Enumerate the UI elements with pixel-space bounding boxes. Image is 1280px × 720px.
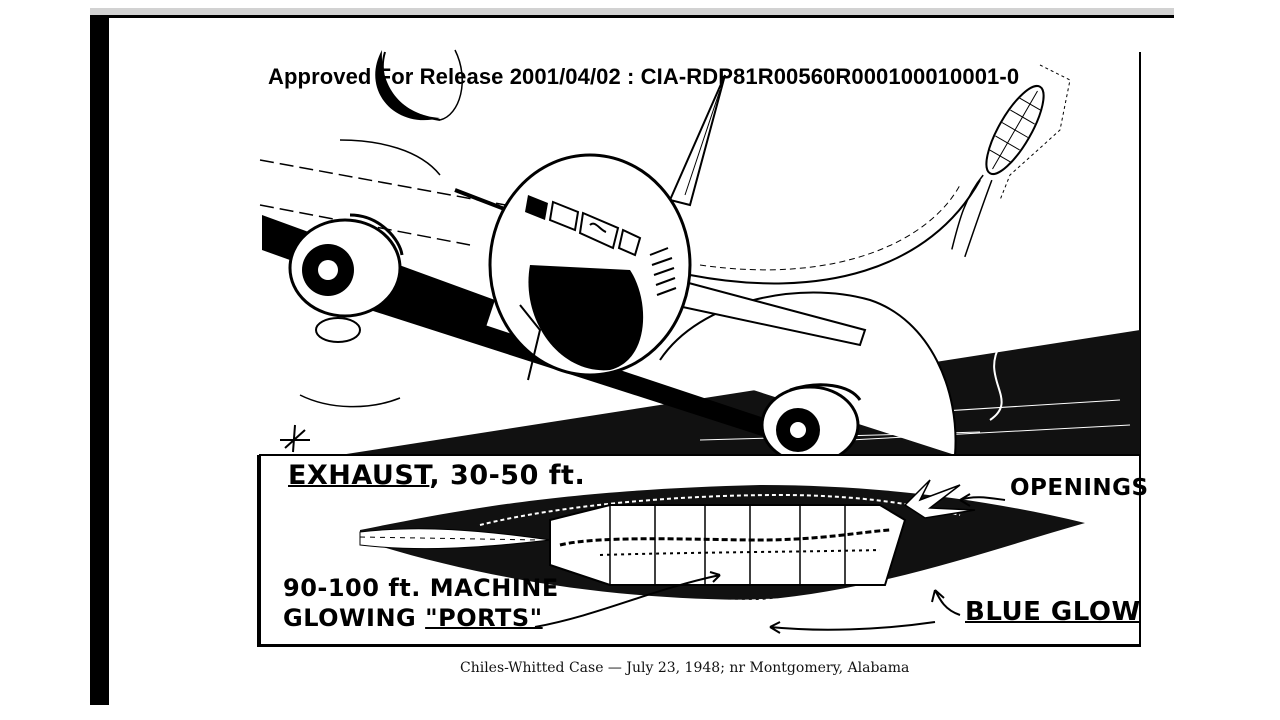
cigar-shaped-object [359, 479, 1085, 602]
blue-glow-arrow [931, 589, 961, 616]
ufo-airliner-illustration [257, 49, 1141, 647]
openings-label: OPENINGS [1010, 475, 1149, 501]
blue-glow-arrow-2 [769, 621, 936, 634]
blue-glow-label: BLUE GLOW [965, 597, 1141, 627]
scanner-left-border [90, 15, 109, 705]
figure-caption: Chiles-Whitted Case — July 23, 1948; nr … [460, 660, 910, 676]
distant-object [951, 84, 1045, 258]
crescent-moon-icon [375, 49, 463, 121]
scanner-top-rule [90, 8, 1174, 15]
ports-word: "PORTS" [425, 604, 543, 632]
exhaust-length: , 30-50 ft. [429, 460, 586, 491]
openings-arrow [959, 493, 1006, 507]
release-header: Approved For Release 2001/04/02 : CIA-RD… [268, 64, 1020, 89]
glow-halo [659, 291, 957, 456]
airliner [262, 74, 867, 465]
glowing-prefix: GLOWING [283, 604, 426, 632]
exhaust-label: EXHAUST, 30-50 ft. [288, 460, 585, 491]
exhaust-word: EXHAUST [288, 460, 430, 491]
ports-arrow [534, 571, 721, 628]
artist-mark [280, 424, 310, 453]
glowing-ports-label: GLOWING "PORTS" [283, 604, 543, 632]
machine-length-label: 90-100 ft. MACHINE [283, 574, 559, 602]
scanner-top-border [109, 15, 1174, 18]
blue-glow-text: BLUE GLOW [965, 597, 1141, 627]
